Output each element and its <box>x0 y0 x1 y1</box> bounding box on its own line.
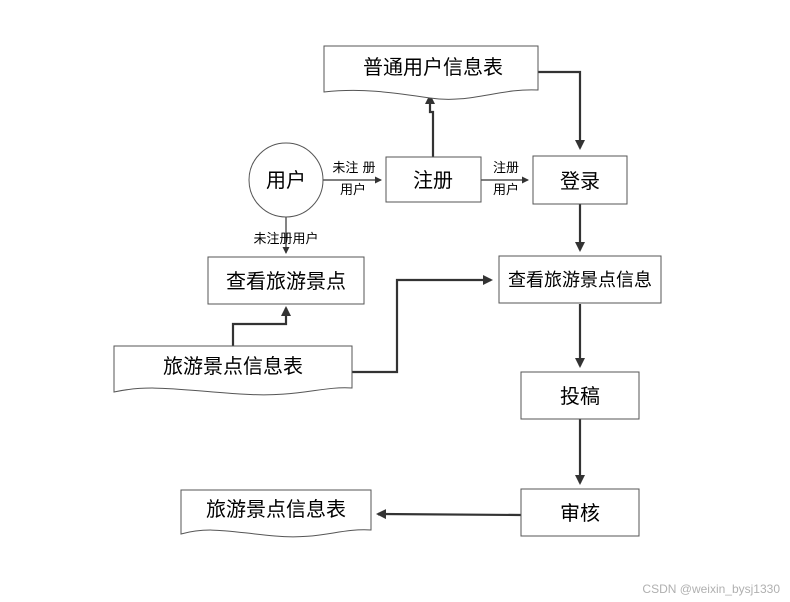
node-login-label: 登录 <box>560 169 600 193</box>
node-view-spots: 查看旅游景点 <box>207 256 365 305</box>
edge-user-table-to-login <box>538 70 585 150</box>
node-review: 审核 <box>520 488 640 537</box>
node-view-spots-label: 查看旅游景点 <box>226 269 346 293</box>
node-register: 注册 <box>385 156 482 203</box>
node-spot-table-left-label: 旅游景点信息表 <box>163 354 303 378</box>
node-common-user-table-label: 普通用户信息表 <box>363 55 503 79</box>
node-review-label: 审核 <box>560 501 600 525</box>
node-view-spot-info: 查看旅游景点信息 <box>498 255 662 304</box>
node-common-user-table: 普通用户信息表 <box>323 45 539 100</box>
edge-review-to-output-table <box>376 509 522 520</box>
node-user-label: 用户 <box>266 168 306 192</box>
node-register-label: 注册 <box>413 168 453 192</box>
node-submit-label: 投稿 <box>560 384 600 408</box>
edge-label-user-register-line2: 用户 <box>340 182 366 198</box>
node-view-spot-info-label: 查看旅游景点信息 <box>508 270 652 291</box>
edge-label-register-login-line2: 用户 <box>493 182 519 198</box>
node-spot-table-output-label: 旅游景点信息表 <box>206 497 346 521</box>
node-spot-table-left: 旅游景点信息表 <box>113 345 353 396</box>
node-login: 登录 <box>532 155 628 205</box>
edge-spot-table-to-spot-info <box>352 275 493 374</box>
node-spot-table-output: 旅游景点信息表 <box>180 489 372 538</box>
edge-label-user-view: 未注册用户 <box>253 231 318 247</box>
edge-spot-table-to-view-spots <box>231 306 291 346</box>
node-user: 用户 <box>248 142 324 218</box>
csdn-watermark: CSDN @weixin_bysj1330 <box>642 582 780 596</box>
edge-register-to-user-table <box>425 94 435 157</box>
node-submit: 投稿 <box>520 371 640 420</box>
edge-label-user-register-line1: 未注 册 <box>332 161 375 176</box>
edge-label-register-login-line1: 注册 <box>493 161 519 176</box>
